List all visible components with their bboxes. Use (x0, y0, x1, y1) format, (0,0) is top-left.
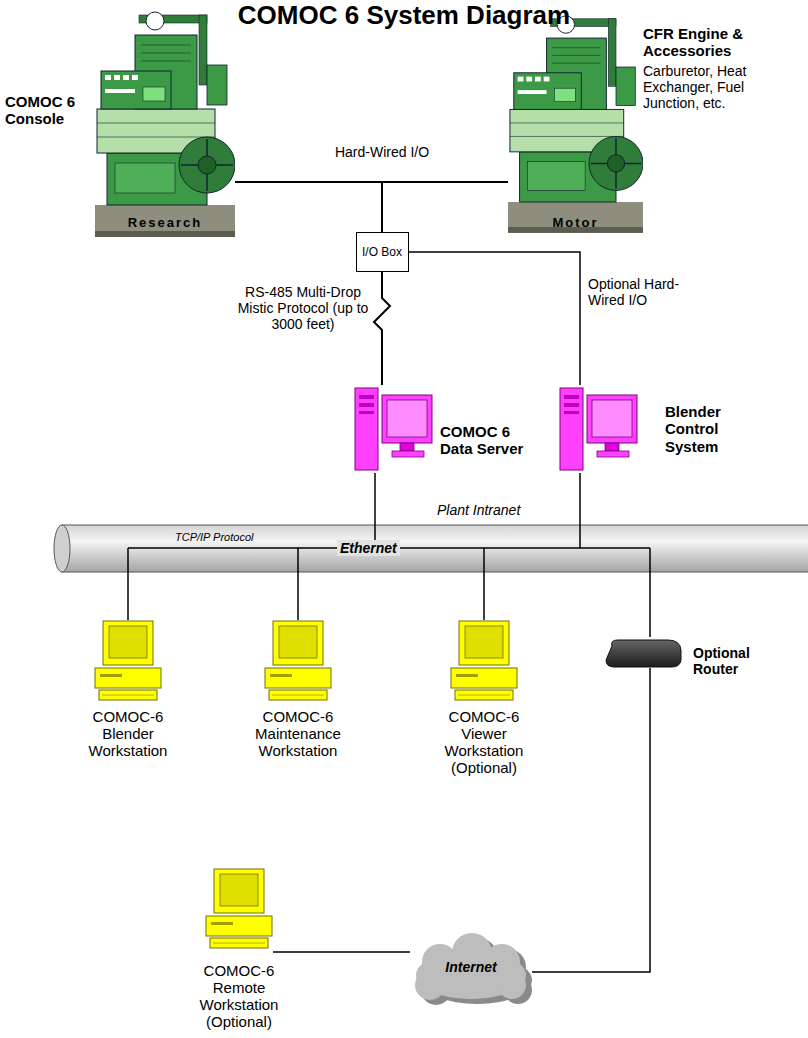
workstation-node: COMOC-6 Viewer Workstation (Optional) (450, 620, 518, 702)
workstation-node: COMOC-6 Blender Workstation (94, 620, 162, 702)
node-label: COMOC-6 Remote Workstation (Optional) (191, 962, 287, 1030)
connector (297, 572, 299, 620)
cfr-engine (508, 16, 643, 233)
workstation-node: COMOC-6 Remote Workstation (Optional) (205, 868, 273, 960)
connector (273, 951, 410, 953)
server-computer (355, 388, 432, 470)
node-label: TCP/IP Protocol (175, 531, 253, 544)
engine-node: CFR Engine & AccessoriesCarburetor, Heat… (508, 5, 643, 237)
node-label: COMOC 6 Console (5, 93, 87, 128)
ethernet-wire (128, 525, 650, 572)
connector (483, 572, 485, 620)
connector (374, 473, 376, 525)
node-label: Motor (508, 216, 643, 231)
workstation-icon (206, 869, 272, 948)
pipe-end (54, 525, 70, 572)
connector (649, 572, 651, 637)
connector (127, 572, 129, 620)
node-label: COMOC-6 Viewer Workstation (Optional) (436, 708, 532, 776)
server-computer (560, 388, 637, 470)
connector (235, 182, 382, 232)
cfr-engine (95, 12, 235, 237)
router-icon (606, 640, 681, 667)
connector (579, 473, 581, 525)
connector (374, 272, 390, 385)
network-band: Plant IntranetTCP/IP ProtocolEthernet (62, 525, 808, 572)
connector-label: RS-485 Multi-Drop Mistic Protocol (up to… (236, 284, 370, 332)
connector (409, 252, 581, 385)
node-label: COMOC-6 Maintenance Workstation (248, 708, 348, 759)
node-label: Optional Router (693, 645, 765, 677)
node-label: Blender Control System (665, 403, 740, 455)
wire-label: Hard-Wired I/O (332, 144, 432, 160)
node-label: Ethernet (337, 540, 400, 556)
node-label: I/O Box (362, 245, 402, 259)
workstation-icon (451, 621, 517, 700)
router-node: Optional Router (605, 637, 682, 668)
connector (532, 668, 650, 972)
node-label: COMOC 6 Data Server (440, 423, 535, 458)
node-label: CFR Engine & Accessories (643, 25, 755, 60)
network-pipe (62, 525, 808, 572)
connector (382, 182, 508, 232)
io-box: I/O Box (356, 232, 409, 272)
server-node: Blender Control System (557, 385, 641, 473)
server-node: COMOC 6 Data Server (352, 385, 436, 473)
node-label: Internet (410, 959, 532, 975)
node-label: Plant Intranet (437, 502, 520, 518)
workstation-icon (95, 621, 161, 700)
node-label: Carburetor, Heat Exchanger, Fuel Junctio… (643, 63, 793, 111)
cloud-node: Internet (410, 938, 532, 1006)
workstation-icon (265, 621, 331, 700)
node-label: Research (95, 216, 235, 231)
engine-node: COMOC 6 ConsoleResearch (95, 5, 235, 237)
workstation-node: COMOC-6 Maintenance Workstation (264, 620, 332, 702)
node-label: COMOC-6 Blender Workstation (78, 708, 178, 759)
connector-label: Optional Hard-Wired I/O (588, 276, 680, 308)
